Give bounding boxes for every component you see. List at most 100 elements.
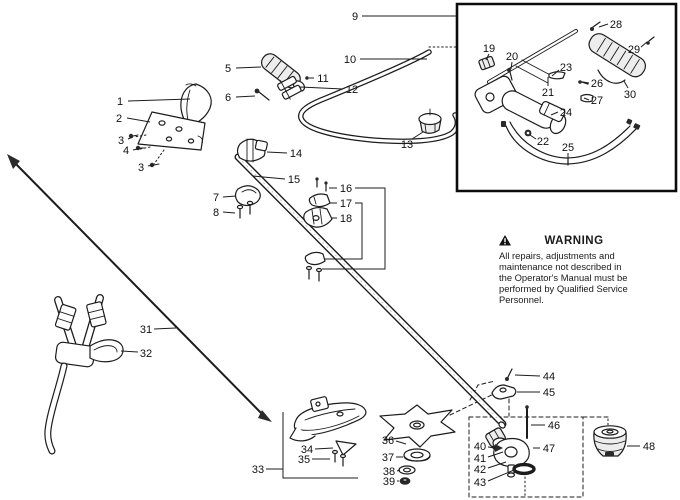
inset-throttle-assembly: [473, 22, 654, 165]
leader-line: [412, 132, 423, 139]
leader-line: [325, 203, 362, 259]
part-6-screw: [254, 88, 269, 100]
part-number-label: 11: [317, 73, 328, 85]
part-number-label: 25: [562, 142, 574, 154]
part-number-label: 3: [138, 162, 144, 174]
part-8-screws: [237, 201, 252, 218]
part-32-harness: [48, 298, 123, 451]
part-number-label: 32: [140, 348, 152, 360]
part-number-label: 18: [340, 213, 352, 225]
leader-line: [583, 82, 589, 83]
part-29-screw: [646, 37, 654, 45]
leader-line: [283, 412, 358, 478]
part-44-screw: [505, 369, 512, 381]
part-16-screws: [315, 177, 328, 191]
leader-line: [267, 152, 287, 153]
warning-triangle-icon: [499, 235, 511, 246]
part-number-label: 14: [290, 148, 302, 160]
part-number-label: 47: [543, 443, 555, 455]
part-45-clamp: [492, 385, 516, 399]
part-number-label: 27: [591, 95, 603, 107]
part-31-drive-shaft: [7, 154, 272, 422]
part-number-label: 41: [474, 453, 486, 465]
part-2-mount-plate: [134, 112, 205, 164]
part-number-label: 17: [340, 198, 352, 210]
leader-line: [148, 165, 153, 166]
part-number-label: 16: [340, 183, 352, 195]
part-17b-lower-clamp: [305, 252, 325, 281]
leader-line: [154, 328, 176, 329]
leader-line: [515, 375, 540, 376]
leader-line: [236, 96, 255, 97]
part-number-label: 43: [474, 477, 486, 489]
part-37-support-cup: [404, 449, 430, 461]
part-46-pin: [525, 405, 529, 438]
part-number-label: 31: [140, 324, 152, 336]
leader-line: [624, 81, 628, 88]
part-number-label: 24: [560, 107, 572, 119]
leader-line: [133, 149, 138, 150]
part-48-trimmer-head: [594, 426, 626, 456]
part-number-label: 48: [643, 441, 655, 453]
part-number-label: 1: [117, 96, 123, 108]
part-22-grommet: [524, 129, 532, 137]
part-number-label: 40: [474, 441, 486, 453]
part-43-oring: [514, 465, 534, 474]
part-number-label: 42: [474, 464, 486, 476]
part-number-label: 30: [624, 89, 636, 101]
warning-line: performed by Qualified Service: [499, 283, 628, 294]
part-18-housing-bottom: [304, 208, 332, 228]
part-number-label: 8: [213, 207, 219, 219]
part-number-label: 36: [382, 435, 394, 447]
leader-line: [599, 24, 608, 27]
warning-line: Personnel.: [499, 294, 544, 305]
part-12-clamp: [276, 74, 303, 101]
part-number-label: 33: [252, 464, 264, 476]
part-number-label: 28: [610, 19, 622, 31]
warning-title: WARNING: [499, 235, 649, 247]
part-15-boom-tube: [238, 157, 506, 429]
part-number-label: 21: [542, 87, 554, 99]
callout-layer: 1234356910111213141578161718192021222324…: [116, 11, 655, 489]
part-19-cap: [478, 56, 495, 70]
leader-line: [223, 212, 235, 213]
part-number-label: 23: [560, 62, 572, 74]
part-number-label: 10: [344, 54, 356, 66]
part-number-label: 26: [591, 78, 603, 90]
part-27-bit: [581, 95, 593, 102]
leader-line: [128, 137, 133, 139]
part-number-label: 20: [506, 51, 518, 63]
part-number-label: 3: [118, 135, 124, 147]
part-38-washer: [399, 466, 415, 474]
part-number-label: 39: [383, 476, 395, 488]
part-11-screw: [305, 76, 309, 80]
part-23-lever: [549, 72, 565, 79]
part-number-label: 2: [116, 113, 122, 125]
part-number-label: 5: [225, 63, 231, 75]
leader-line: [551, 112, 558, 115]
leader-line: [488, 452, 503, 457]
leader-line: [397, 470, 400, 471]
part-number-label: 13: [401, 139, 413, 151]
leader-line: [486, 54, 489, 60]
part-20-screw: [507, 68, 512, 80]
leader-line: [396, 441, 406, 444]
part-34-limiter-blade: [336, 441, 356, 455]
leader-line: [253, 176, 285, 179]
leader-line: [121, 351, 138, 352]
part-number-label: 45: [543, 387, 555, 399]
part-40-bolt: [495, 444, 503, 452]
leader-line: [641, 42, 647, 47]
leader-line: [488, 462, 506, 468]
part-25-wiring-harness: [501, 118, 641, 165]
leader-line: [511, 62, 512, 69]
leader-line: [127, 118, 150, 122]
warning-line: All repairs, adjustments and: [499, 250, 615, 261]
part-number-label: 15: [288, 174, 300, 186]
part-number-label: 37: [382, 452, 394, 464]
part-number-label: 46: [548, 420, 560, 432]
warning-line: the Operator's Manual must be: [499, 272, 628, 283]
part-7-bracket: [236, 186, 261, 206]
part-number-label: 29: [628, 44, 640, 56]
leader-line: [552, 70, 559, 76]
